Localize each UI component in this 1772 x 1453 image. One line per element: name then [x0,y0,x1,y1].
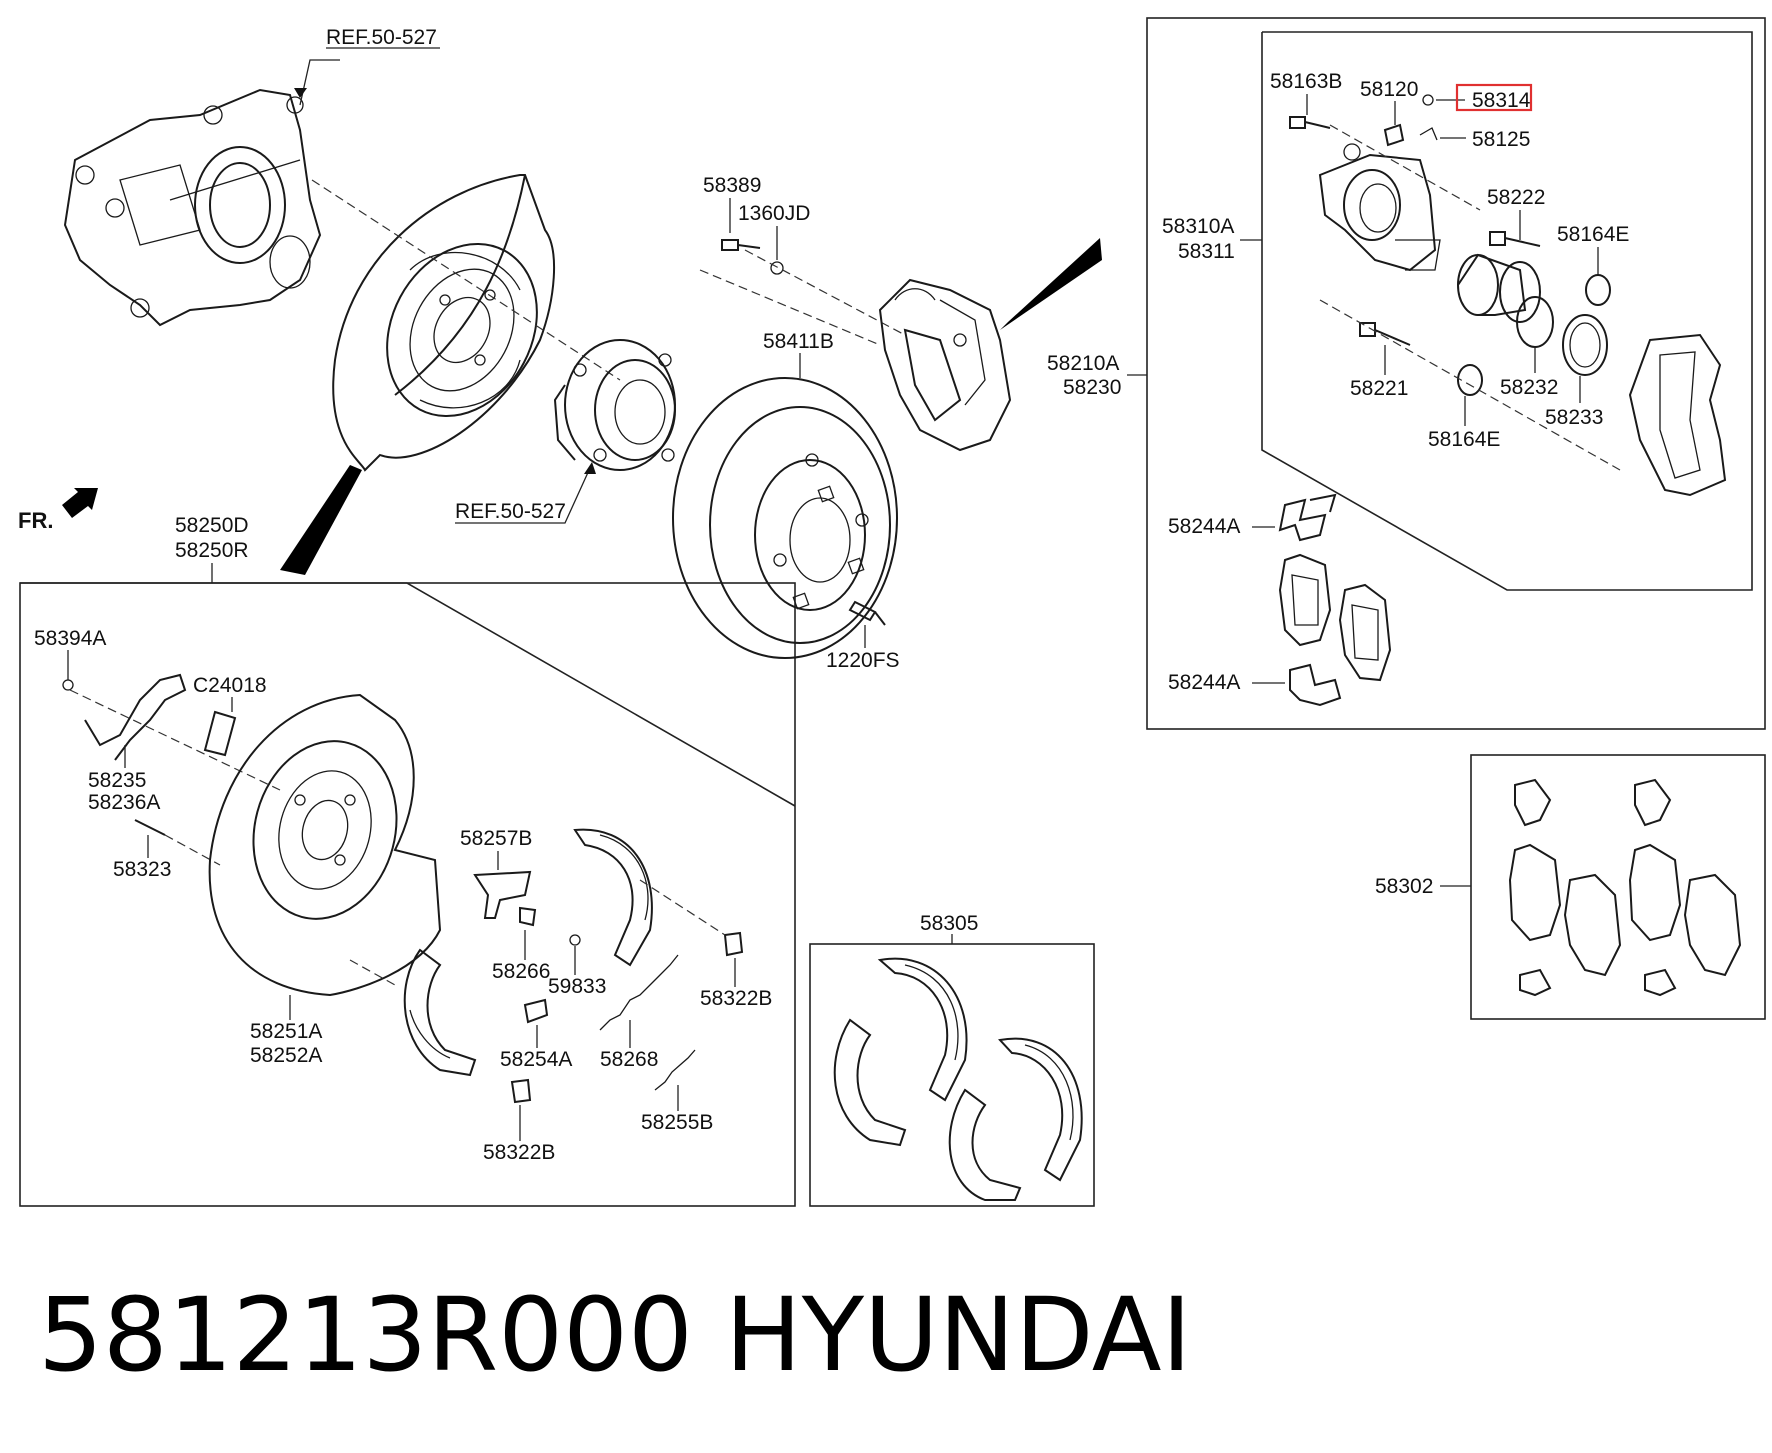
bleeder-58120 [1383,123,1405,147]
spring-58255B [654,1049,696,1091]
label-58250D: 58250D [175,514,249,537]
pad-clips-upper-drawing [1278,493,1337,542]
boot-58233 [1562,314,1608,376]
frame-caliper-internals [1261,31,1753,591]
pad-kit-drawing [1508,778,1742,997]
label-58389: 58389 [703,174,761,197]
boot-58164E-lower [1457,364,1483,396]
part-58266 [519,906,537,927]
front-arrow-icon [62,488,98,518]
frame-caliper-assembly [1146,17,1766,730]
bracket-58257B [473,870,532,919]
label-58236A: 58236A [88,791,160,814]
label-58322B-lower: 58322B [483,1141,555,1164]
shoe-kit-drawing [833,957,1083,1201]
caliper-body-drawing [1318,143,1441,272]
boot-58164E-upper [1585,274,1611,306]
brake-pads-drawing [1278,553,1392,682]
label-58254A: 58254A [500,1048,572,1071]
direction-wedge-top [280,465,362,575]
spring-58268 [599,954,679,1031]
label-58164E-lower: 58164E [1428,428,1500,451]
label-58257B: 58257B [460,827,532,850]
pad-clips-lower-drawing [1289,663,1342,707]
caliper-drawing [878,278,1012,452]
label-58230: 58230 [1063,376,1121,399]
piston-drawing [1457,253,1541,323]
label-58251A: 58251A [250,1020,322,1043]
label-58411B: 58411B [763,330,834,353]
label-58394A: 58394A [34,627,106,650]
ref-label-top: REF.50-527 [326,26,437,49]
label-58210A: 58210A [1047,352,1119,375]
label-58120: 58120 [1360,78,1418,101]
label-58266: 58266 [492,960,550,983]
hub-bearing-drawing [553,339,676,471]
backing-plate-58251A-drawing [208,693,442,997]
direction-wedge-caliper [1000,238,1102,330]
bolt-58389 [721,239,761,251]
pin-58221 [1359,322,1411,346]
frame-diagonal-link [20,582,796,807]
label-58302: 58302 [1375,875,1433,898]
cap-58314 [1422,94,1434,106]
clip-58322B-lower [510,1078,532,1104]
label-58305: 58305 [920,912,978,935]
rotor-drawing [672,377,898,659]
label-59833: 59833 [548,975,606,998]
label-58322B-upper: 58322B [700,987,772,1010]
label-58222: 58222 [1487,186,1545,209]
shoe-upper-drawing [573,828,653,967]
label-58252A: 58252A [250,1044,322,1067]
label-C24018: C24018 [193,674,267,697]
label-58244A-lower: 58244A [1168,671,1240,694]
fr-label: FR. [18,508,53,533]
clip-C24018 [203,710,237,757]
ref-label-hub: REF.50-527 [455,500,566,523]
label-58233: 58233 [1545,406,1603,429]
shoe-lower-drawing [403,948,477,1077]
label-58244A-upper: 58244A [1168,515,1240,538]
caliper-bracket-drawing [1628,333,1727,497]
bolt-1220FS [848,600,886,626]
label-58255B: 58255B [641,1111,713,1134]
label-1220FS: 1220FS [826,649,900,672]
highlight-box-58314 [1455,83,1533,112]
label-58310A: 58310A [1162,215,1234,238]
clip-58322B-upper [723,931,744,957]
frame-pad-kit [1470,754,1766,1020]
label-58323: 58323 [113,858,171,881]
label-58235: 58235 [88,769,146,792]
knuckle-drawing [63,88,322,327]
bolt-58163B [1289,116,1331,129]
label-58163B: 58163B [1270,70,1342,93]
backing-plate-drawing [332,174,555,472]
label-58232: 58232 [1500,376,1558,399]
part-number-title: 581213R000 [38,1276,693,1395]
label-1360JD: 1360JD [738,202,810,225]
part-58125 [1419,127,1438,141]
brand-title: HYUNDAI [725,1276,1192,1395]
part-59833 [569,934,581,946]
label-58314: 58314 [1472,89,1531,112]
label-58311: 58311 [1178,240,1235,263]
pin-58222 [1489,231,1541,247]
pin-58323 [134,819,166,836]
label-58250R: 58250R [175,539,249,562]
seal-58232 [1516,296,1554,348]
label-58221: 58221 [1350,377,1408,400]
label-58125: 58125 [1472,128,1530,151]
label-58164E-upper: 58164E [1557,223,1629,246]
adjuster-58254A [523,998,549,1024]
lever-58235-drawing [84,673,187,761]
label-58268: 58268 [600,1048,658,1071]
